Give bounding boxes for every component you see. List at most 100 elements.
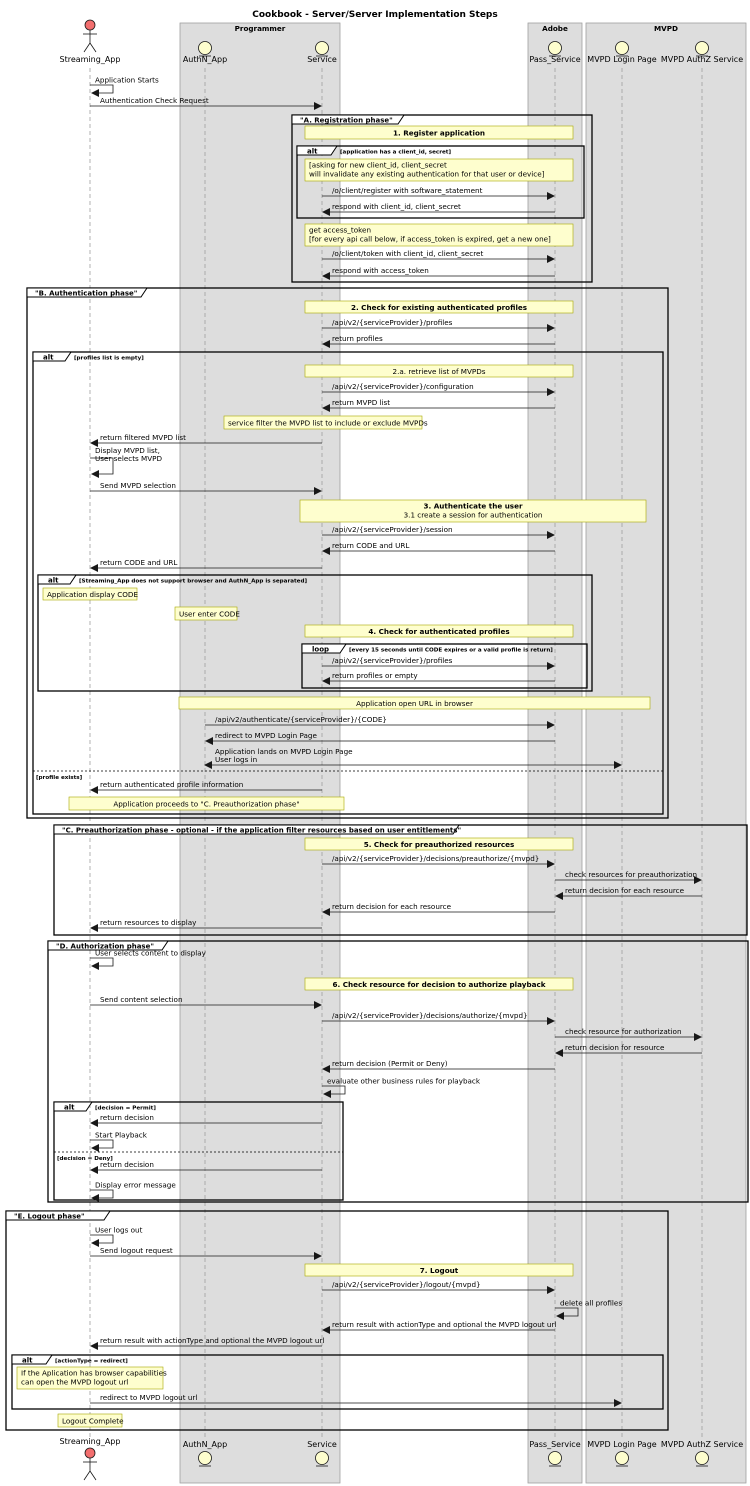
message-label: /api/v2/{serviceProvider}/session (332, 525, 453, 534)
note-body (57, 1413, 123, 1428)
note-body (16, 1366, 164, 1390)
entity-icon (548, 41, 562, 55)
message-label: return filtered MVPD list (100, 433, 186, 442)
group-tab (291, 114, 405, 125)
message-arrow: Application lands on MVPD Login PageUser… (204, 747, 622, 769)
message-label: User selects MVPD (95, 454, 163, 463)
message-arrow: Authentication Check Request (90, 96, 322, 110)
group-guard: [Streaming_App does not support browser … (79, 579, 307, 585)
note-text: 3. Authenticate the user (423, 502, 522, 511)
note-text: 5. Check for preauthorized resources (364, 840, 515, 849)
actor-head (84, 19, 96, 31)
message-label: User logs out (95, 1226, 143, 1235)
note: If the Aplication has browser capabiliti… (16, 1366, 167, 1390)
note-text: 3.1 create a session for authentication (404, 511, 543, 520)
note: 5. Check for preauthorized resources (304, 837, 574, 851)
message-label: evaluate other business rules for playba… (327, 1077, 481, 1086)
participant-label-svc: Service (307, 1440, 337, 1449)
message-label: /api/v2/{serviceProvider}/profiles (332, 656, 453, 665)
group-border (47, 940, 749, 1203)
message-arrow: /api/v2/{serviceProvider}/profiles (322, 318, 555, 332)
entity-icon (315, 41, 329, 55)
actor-leg-left (83, 1470, 91, 1481)
note: Application proceeds to "C. Preauthoriza… (68, 796, 345, 811)
group-frame: alt[profiles list is empty][profile exis… (32, 351, 664, 815)
message-label: /api/v2/{serviceProvider}/logout/{mvpd} (332, 1280, 481, 1289)
message-arrow: /api/v2/{serviceProvider}/profiles (322, 656, 555, 670)
group-tab (32, 351, 72, 362)
group-tab (53, 1101, 93, 1112)
message-arrow: Send content selection (90, 995, 322, 1009)
message-arrow: /api/v2/{serviceProvider}/decisions/auth… (322, 1011, 555, 1025)
note-text: 7. Logout (420, 1266, 459, 1275)
box-programmer (179, 22, 341, 1484)
message-arrow: User logs out (90, 1226, 143, 1247)
message-arrow: Display MVPD list,User selects MVPD (90, 446, 163, 478)
note-body (299, 499, 647, 523)
note: User enter CODE (174, 606, 240, 621)
note-body (304, 977, 574, 991)
note-text: Application proceeds to "C. Preauthoriza… (113, 799, 299, 808)
message-arrow: return CODE and URL (322, 541, 555, 555)
group-label: "C. Preauthorization phase - optional - … (62, 827, 461, 835)
group-else-guard: [profile exists] (36, 775, 83, 781)
message-label: check resource for authorization (565, 1027, 682, 1036)
note-body (304, 125, 574, 140)
group-border (301, 643, 588, 689)
note-text: 2.a. retrieve list of MVPDs (393, 367, 486, 376)
message-arrow: User selects content to display (90, 949, 207, 970)
group-tab (5, 1210, 111, 1221)
group-tab (53, 824, 460, 835)
message-label: /api/v2/{serviceProvider}/configuration (332, 382, 474, 391)
note-text: 4. Check for authenticated profiles (368, 627, 509, 636)
group-tab (11, 1354, 53, 1365)
self-arrow (322, 1085, 346, 1098)
entity-icon (198, 41, 212, 55)
group-tab (37, 574, 77, 585)
actor-icon (83, 19, 97, 53)
note: Application display CODE (42, 587, 138, 601)
message-arrow: redirect to MVPD Login Page (205, 731, 555, 745)
message-label: return authenticated profile information (100, 780, 243, 789)
note-body (304, 624, 574, 638)
group-frame: alt[Streaming_App does not support brows… (37, 574, 593, 692)
self-arrow (555, 1307, 579, 1320)
note-body (304, 223, 574, 247)
message-arrow: /o/client/token with client_id, client_s… (322, 249, 555, 263)
group-border (296, 145, 585, 219)
message-label: Application Starts (95, 76, 159, 85)
message-label: return MVPD list (332, 398, 390, 407)
entity-icon (695, 1451, 709, 1465)
message-arrow: /api/v2/{serviceProvider}/logout/{mvpd} (322, 1280, 555, 1294)
group-label: "A. Registration phase" (300, 117, 393, 125)
note-text: get access_token (309, 226, 371, 235)
message-arrow: delete all profiles (555, 1299, 622, 1320)
group-guard: [every 15 seconds until CODE expires or … (349, 648, 553, 654)
message-label: Send logout request (100, 1246, 173, 1255)
message-label: /o/client/token with client_id, client_s… (332, 249, 483, 258)
message-label: return decision (100, 1160, 154, 1169)
group-frame: "C. Preauthorization phase - optional - … (53, 824, 748, 936)
group-guard: [profiles list is empty] (74, 356, 144, 362)
participant-label-pass: Pass_Service (529, 55, 580, 64)
message-label: return profiles (332, 334, 383, 343)
note: [asking for new client_id, client_secret… (304, 158, 574, 182)
note-body (304, 364, 574, 378)
self-arrow (90, 1234, 114, 1247)
participant-label-login: MVPD Login Page (587, 1440, 656, 1449)
note-text: [asking for new client_id, client_secret (309, 161, 447, 170)
group-border (11, 1354, 664, 1410)
message-arrow: /api/v2/{serviceProvider}/configuration (322, 382, 555, 396)
message-arrow: return resources to display (90, 918, 322, 932)
self-arrow (90, 1189, 114, 1202)
entity-icon (548, 1451, 562, 1465)
message-label: delete all profiles (560, 1299, 622, 1308)
message-label: return decision for resource (565, 1043, 665, 1052)
message-arrow: return decision for resource (555, 1043, 702, 1057)
note-body (304, 300, 574, 314)
note: service filter the MVPD list to include … (223, 415, 428, 430)
box-label-programmer: Programmer (235, 24, 286, 33)
note-text: service filter the MVPD list to include … (228, 418, 428, 427)
message-arrow: Display error message (90, 1181, 176, 1202)
message-arrow: check resources for preauthorization (555, 870, 702, 884)
